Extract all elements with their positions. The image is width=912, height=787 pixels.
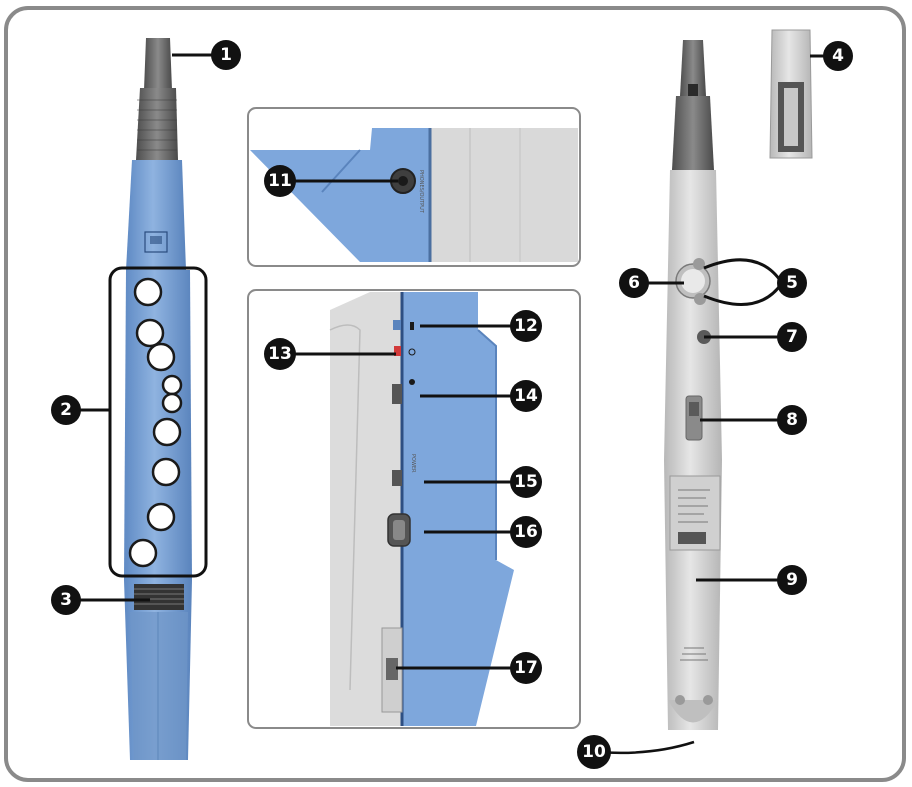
finger-key xyxy=(146,502,176,532)
finger-key xyxy=(151,457,181,487)
finger-key xyxy=(133,277,163,307)
svg-text:POWER: POWER xyxy=(410,454,416,473)
svg-text:2: 2 xyxy=(60,400,72,420)
svg-text:8: 8 xyxy=(786,410,798,430)
finger-key xyxy=(128,538,158,568)
svg-text:3: 3 xyxy=(60,590,72,610)
finger-keys xyxy=(128,277,183,568)
callout-1: 1 xyxy=(211,40,241,70)
finger-key xyxy=(152,417,182,447)
finger-key xyxy=(161,392,183,414)
callout-6: 6 xyxy=(619,268,649,298)
finger-key xyxy=(135,318,165,348)
callout-4: 4 xyxy=(823,41,853,71)
svg-text:13: 13 xyxy=(268,344,292,364)
svg-text:7: 7 xyxy=(786,327,798,347)
cap xyxy=(769,29,813,159)
finger-key xyxy=(146,342,176,372)
svg-text:15: 15 xyxy=(514,472,538,492)
callout-11: 11 xyxy=(264,165,296,197)
leader-lines xyxy=(78,53,826,670)
callout-5: 5 xyxy=(777,268,807,298)
front-view-instrument xyxy=(124,38,192,760)
svg-text:4: 4 xyxy=(832,46,844,66)
svg-text:12: 12 xyxy=(514,316,538,336)
callout-7: 7 xyxy=(777,322,807,352)
callout-2: 2 xyxy=(51,395,81,425)
svg-text:14: 14 xyxy=(514,386,538,406)
svg-text:16: 16 xyxy=(514,522,538,542)
back-view-instrument xyxy=(664,40,722,730)
finger-key xyxy=(161,374,183,396)
key-group-outline xyxy=(108,266,208,578)
callout-14: 14 xyxy=(510,380,542,412)
svg-text:6: 6 xyxy=(628,273,640,293)
detail-panel-bottom: POWER xyxy=(247,289,581,729)
svg-text:1: 1 xyxy=(220,45,232,65)
callout-9: 9 xyxy=(777,565,807,595)
svg-text:11: 11 xyxy=(268,171,292,191)
callout-12: 12 xyxy=(510,310,542,342)
callout-8: 8 xyxy=(777,405,807,435)
callout-17: 17 xyxy=(510,652,542,684)
svg-text:17: 17 xyxy=(514,658,538,678)
callout-16: 16 xyxy=(510,516,542,548)
callout-13: 13 xyxy=(264,338,296,370)
svg-text:PHONES/OUTPUT: PHONES/OUTPUT xyxy=(418,170,424,214)
callout-3: 3 xyxy=(51,585,81,615)
callout-15: 15 xyxy=(510,466,542,498)
svg-text:5: 5 xyxy=(786,273,798,293)
svg-text:9: 9 xyxy=(786,570,798,590)
detail-panel-top: PHONES/OUTPUT xyxy=(247,107,581,267)
callout-10: 10 xyxy=(577,735,611,769)
svg-text:10: 10 xyxy=(582,742,606,762)
